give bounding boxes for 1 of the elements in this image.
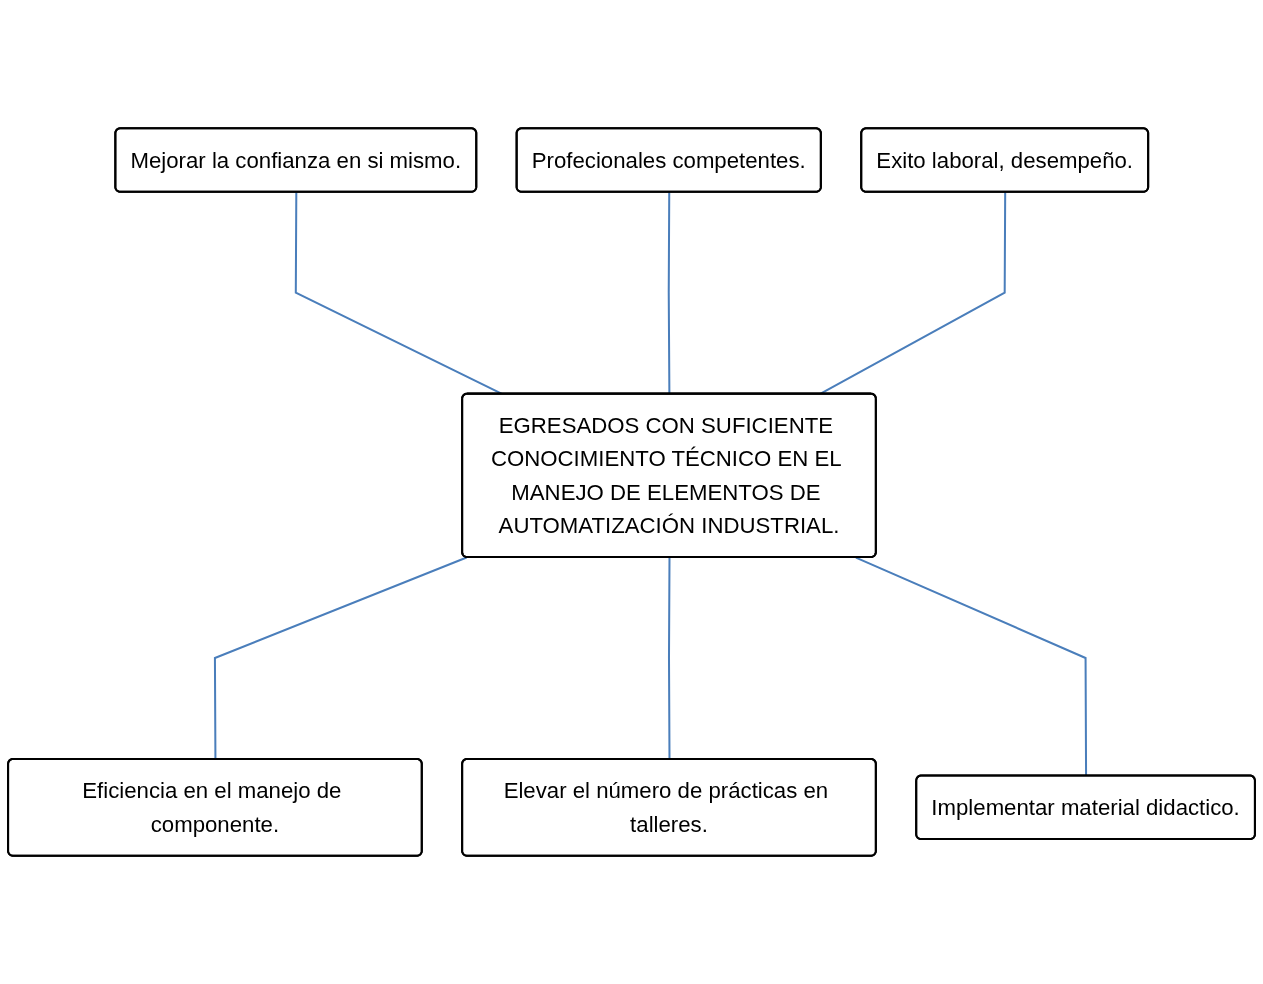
diagram: Mejorar la confianza en si mismo. Profecionales competentes. Exito laboral, desempeño. EGRESADOS CON SUFICIENTE CONOCIMIENTO TÉCNICO EN EL MANEJO DE ELEMENTOS DE AUTOMATIZACIÓN INDUSTRIAL. Eficiencia en el manejo de componente. Elevar el número de prácticas en talleres. Implementar material didactico. bbox=[0, 0, 1263, 984]
